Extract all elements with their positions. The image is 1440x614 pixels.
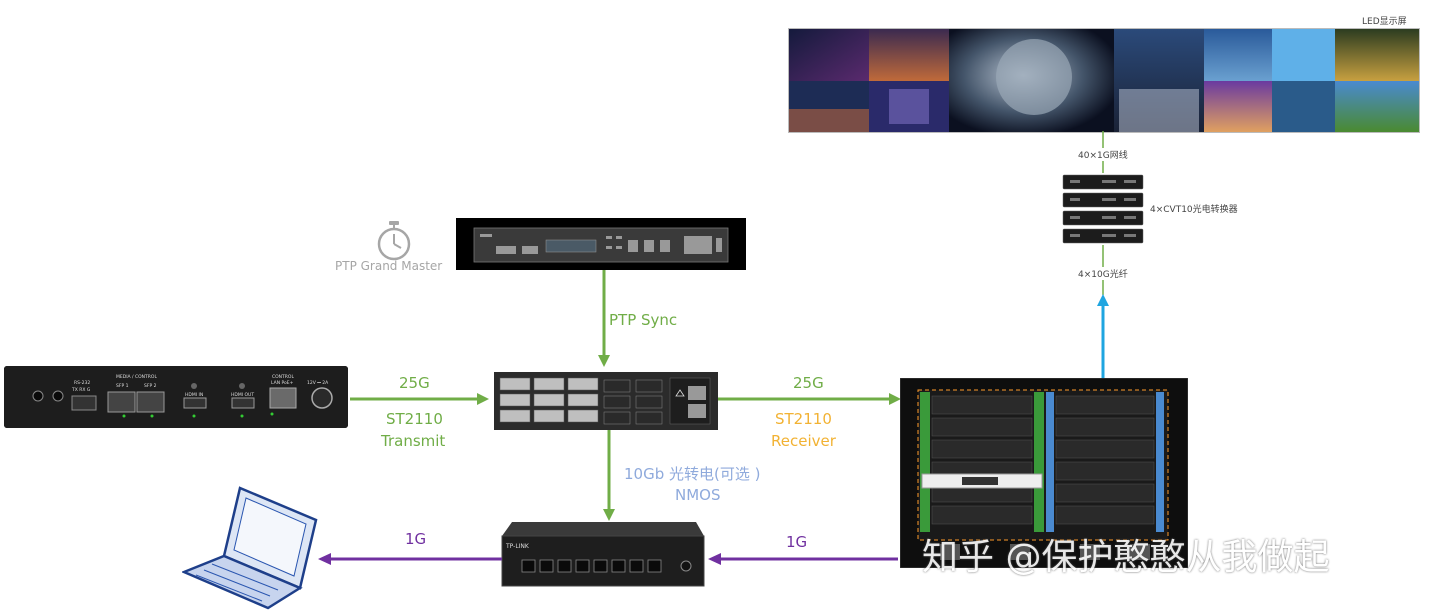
- fiber-uplink-arrow: [1097, 294, 1109, 390]
- laptop-icon: [182, 486, 318, 610]
- matrix-chassis-image: [899, 377, 1189, 569]
- nmos-line1-label: 10Gb 光转电(可选 ): [624, 465, 761, 483]
- encoder-sfp1-label: SFP 1: [116, 383, 129, 389]
- laptop-link-arrow: [318, 553, 502, 565]
- video-matrix-chassis: [899, 377, 1189, 569]
- converter-stack-image: [1062, 174, 1144, 244]
- converter-side-label: 4×CVT10光电转换器: [1150, 205, 1238, 215]
- led-wall-label: LED显示屏: [1362, 17, 1407, 27]
- laptop-link-speed-label: 1G: [405, 530, 427, 548]
- led-wall: [788, 28, 1420, 133]
- gigabit-switch-image: TP-LINK: [501, 522, 705, 587]
- tplink-brand-label: TP-LINK: [505, 543, 530, 550]
- gigabit-switch: TP-LINK: [500, 520, 706, 588]
- receiver-line1-label: ST2110: [775, 410, 832, 428]
- encoder-lan-label: LAN PoE+: [271, 380, 294, 386]
- converter-stack: [1062, 174, 1144, 244]
- encoder-rs232-label: RS-232: [74, 380, 90, 386]
- transmit-line2-label: Transmit: [381, 432, 446, 450]
- transmit-line1-label: ST2110: [386, 410, 443, 428]
- transmit-arrow: [350, 393, 489, 405]
- encoder-hdmi-out-label: HDMI OUT: [231, 392, 254, 398]
- encoder-power-label: 12V ⎓ 2A: [307, 380, 329, 386]
- ptp-sync-arrow: [598, 270, 610, 367]
- core-switch-image: [494, 372, 718, 430]
- ptp-device-image: [473, 227, 729, 263]
- encoder-txrx-label: TX RX G: [71, 387, 91, 393]
- nmos-line2-label: NMOS: [675, 486, 721, 504]
- receiver-arrow: [718, 393, 901, 405]
- matrix-switch-arrow: [708, 553, 898, 565]
- stopwatch-icon: [377, 221, 411, 261]
- watermark: 知乎 @保护憨憨从我做起: [922, 537, 1330, 578]
- nmos-arrow: [603, 430, 615, 521]
- ptp-sync-label: PTP Sync: [609, 311, 678, 329]
- converter-top-label: 40×1G网线: [1078, 148, 1128, 161]
- receiver-line2-label: Receiver: [771, 432, 836, 450]
- encoder-panel: RS-232 TX RX G MEDIA / CONTROL SFP 1 SFP…: [4, 366, 348, 428]
- matrix-switch-speed-label: 1G: [786, 533, 808, 551]
- encoder-hdmi-in-label: HDMI IN: [185, 392, 203, 398]
- transmit-speed-label: 25G: [399, 374, 430, 392]
- receiver-speed-label: 25G: [793, 374, 824, 392]
- encoder-control-label: CONTROL: [272, 374, 294, 380]
- ptp-grand-master-label: PTP Grand Master: [335, 259, 443, 273]
- led-wall-image: [789, 29, 1419, 132]
- ptp-grand-master-device: [456, 218, 746, 270]
- core-25g-switch: [494, 372, 718, 430]
- encoder-media-label: MEDIA / CONTROL: [116, 374, 157, 380]
- encoder-sfp2-label: SFP 2: [144, 383, 157, 389]
- st2110-encoder-device: RS-232 TX RX G MEDIA / CONTROL SFP 1 SFP…: [4, 366, 348, 428]
- converter-bottom-label: 4×10G光纤: [1078, 267, 1128, 280]
